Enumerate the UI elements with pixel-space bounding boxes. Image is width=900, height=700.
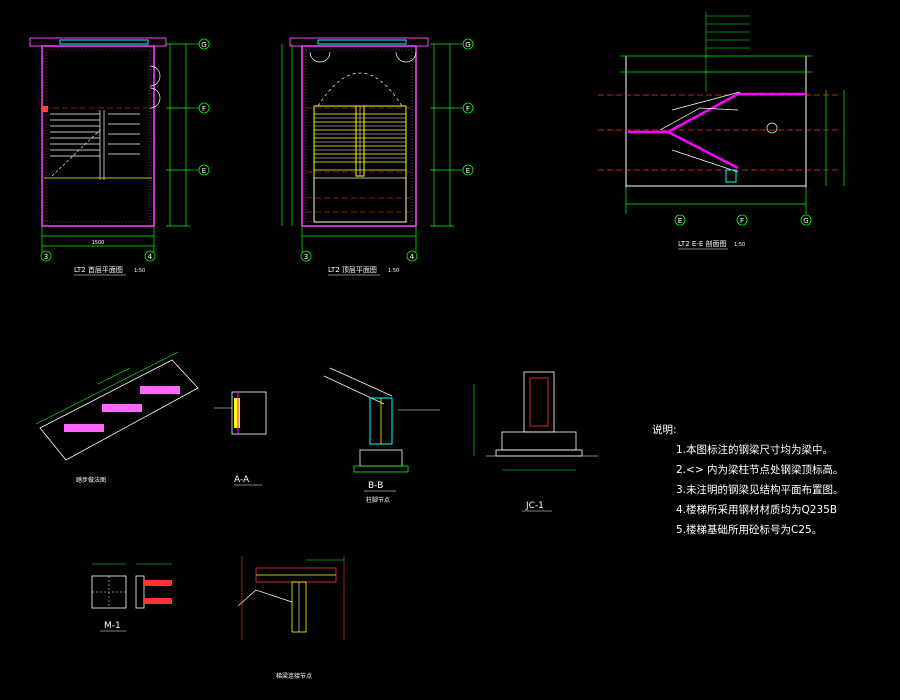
plan-upper-axis-e: E bbox=[466, 167, 470, 175]
plan-upper-title: LT2 顶层平面图 bbox=[328, 266, 377, 274]
plan-ground-axis-3: 3 bbox=[44, 253, 48, 261]
note-item-2: 2.<> 内为梁柱节点处钢梁顶标高。 bbox=[676, 464, 844, 476]
detail-jc1-title: JC-1 bbox=[525, 501, 544, 511]
plan-ground-scale: 1:50 bbox=[134, 268, 145, 274]
detail-bb-title: B-B bbox=[368, 481, 383, 491]
note-item-4: 4.楼梯所采用钢材材质均为Q235B bbox=[676, 504, 838, 516]
design-notes: 说明: 1.本图标注的钢梁尺寸均为梁中。 2.<> 内为梁柱节点处钢梁顶标高。 … bbox=[652, 420, 892, 540]
detail-joint: 梯梁连接节点 bbox=[237, 556, 345, 680]
detail-m1: M-1 bbox=[91, 563, 172, 632]
detail-bb: B-B 柱脚节点 bbox=[323, 367, 440, 504]
plan-upper-floor: G F E 3 4 LT2 顶层平面图 1:50 bbox=[281, 37, 474, 276]
detail-aa: A-A bbox=[214, 391, 267, 486]
detail-jc1: JC-1 bbox=[473, 371, 598, 512]
section-axis-f: F bbox=[740, 217, 744, 225]
detail-aa-title: A-A bbox=[234, 475, 250, 485]
note-item-3: 3.未注明的钢梁见结构平面布置图。 bbox=[676, 484, 844, 496]
detail-step: 踏步做法图 bbox=[35, 351, 199, 484]
plan-ground-axis-f: F bbox=[202, 105, 206, 113]
section-axis-g: G bbox=[803, 217, 808, 225]
section-ee: E F G LT2 E-E 剖面图 1:50 bbox=[598, 12, 845, 250]
section-ee-title: LT2 E-E 剖面图 bbox=[678, 239, 727, 248]
detail-m1-title: M-1 bbox=[104, 621, 121, 631]
plan-ground-axis-4: 4 bbox=[148, 253, 153, 261]
plan-ground-title: LT2 首层平面图 bbox=[74, 265, 123, 274]
plan-ground-axis-e: E bbox=[202, 167, 206, 175]
plan-upper-axis-g: G bbox=[465, 41, 470, 49]
plan-upper-axis-4: 4 bbox=[410, 253, 415, 261]
detail-joint-title: 梯梁连接节点 bbox=[276, 672, 312, 680]
note-item-5: 5.楼梯基础所用砼标号为C25。 bbox=[676, 524, 823, 536]
notes-title: 说明: bbox=[652, 424, 677, 436]
section-ee-scale: 1:50 bbox=[734, 242, 745, 248]
detail-step-title: 踏步做法图 bbox=[76, 476, 106, 484]
plan-ground-width-dim: 1500 bbox=[92, 240, 105, 246]
plan-ground-axis-g: G bbox=[201, 41, 206, 49]
plan-upper-scale: 1:50 bbox=[388, 268, 399, 274]
section-axis-e: E bbox=[678, 217, 682, 225]
plan-upper-axis-f: F bbox=[466, 105, 470, 113]
detail-bb-subtitle: 柱脚节点 bbox=[366, 496, 390, 504]
plan-upper-axis-3: 3 bbox=[304, 253, 308, 261]
note-item-1: 1.本图标注的钢梁尺寸均为梁中。 bbox=[676, 444, 834, 456]
plan-ground-floor: 1500 G F E 3 4 LT2 首层平面图 1:50 bbox=[29, 37, 210, 276]
